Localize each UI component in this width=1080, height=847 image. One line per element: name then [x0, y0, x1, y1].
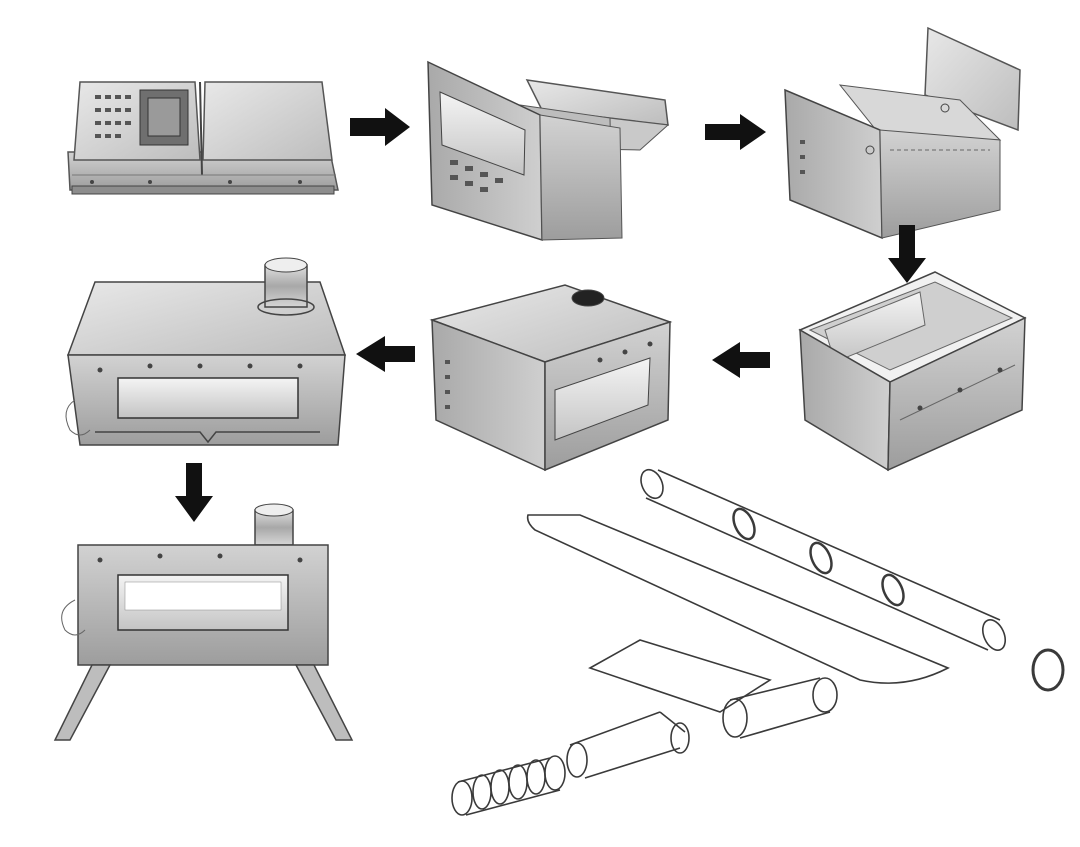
rolled-sheet-small	[566, 711, 690, 779]
step-arrows	[175, 108, 926, 522]
flat-sheet	[588, 639, 772, 713]
step-4-open-box	[798, 271, 1027, 472]
arrow-right-1	[350, 108, 410, 146]
long-pipe-with-rings	[640, 468, 1007, 651]
step-7-legs-attached	[53, 503, 354, 741]
step-2-door-unfolded	[427, 60, 670, 242]
ribbed-pipe	[451, 755, 566, 816]
arrow-right-2	[705, 114, 766, 150]
rolled-sheet-large	[722, 677, 838, 739]
step-3-panels-raised	[784, 26, 1021, 240]
step-5-top-fitted	[429, 284, 673, 472]
ring	[1031, 648, 1065, 692]
step-6-flue-fitted	[65, 257, 347, 446]
arrow-down-1	[888, 225, 926, 283]
arrow-left-1	[712, 342, 770, 378]
arrow-left-2	[356, 336, 415, 372]
step-1-folded-stove	[67, 81, 339, 195]
curved-sheet	[526, 514, 950, 684]
pipe-parts	[451, 468, 1065, 816]
arrow-down-2	[175, 463, 213, 522]
